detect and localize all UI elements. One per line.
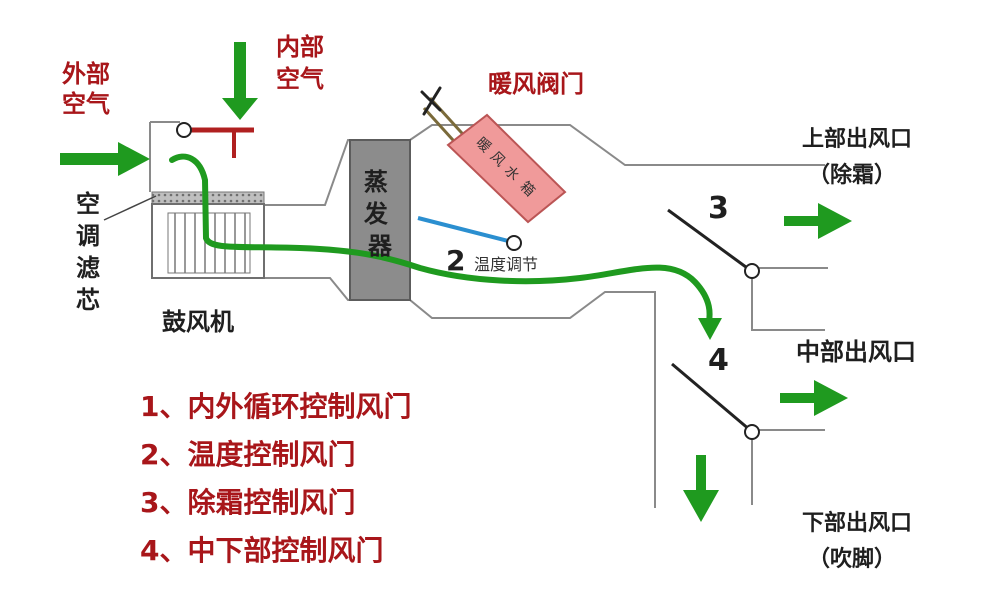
mode-door — [671, 362, 751, 432]
evaporator — [349, 139, 411, 301]
defrost-door-pivot — [744, 263, 760, 279]
door-3-number: 3 — [708, 191, 729, 226]
filter-label: 空 调 滤 芯 — [76, 190, 108, 314]
heater-valve-label: 暖风阀门 — [488, 70, 584, 98]
temp-door-pivot — [506, 235, 522, 251]
legend-item-1: 1、内外循环控制风门 — [140, 390, 411, 423]
inside-air-arrow — [222, 42, 258, 120]
heater-core — [446, 113, 567, 224]
temp-adjust-label: 温度调节 — [474, 255, 538, 274]
legend: 1、内外循环控制风门 2、温度控制风门 3、除霜控制风门 4、中下部控制风门 — [140, 390, 411, 567]
inside-air-label: 内部 空气 — [276, 33, 332, 93]
legend-item-2: 2、温度控制风门 — [140, 438, 355, 471]
middle-vent-label: 中部出风口 — [796, 338, 916, 366]
outside-air-arrow — [60, 142, 150, 176]
outside-air-label: 外部 空气 — [62, 60, 118, 118]
airflow-path — [169, 153, 713, 325]
filter-leader-line — [103, 195, 157, 221]
evaporator-label: 蒸 发 器 — [363, 168, 396, 260]
mode-door-pivot — [744, 424, 760, 440]
legend-item-3: 3、除霜控制风门 — [140, 486, 355, 519]
door-4-number: 4 — [708, 343, 729, 378]
door-2-number: 2 — [446, 244, 465, 277]
recirc-door-pivot — [176, 122, 192, 138]
blower-label: 鼓风机 — [162, 308, 234, 336]
heater-valve-x-icon — [420, 86, 442, 116]
lower-vent-label: 下部出风口 （吹脚） — [802, 510, 920, 572]
lower-vent-arrow — [683, 455, 719, 522]
airflow-path-arrowhead — [698, 318, 722, 340]
middle-vent-arrow — [780, 380, 848, 416]
upper-vent-arrow — [784, 203, 852, 239]
upper-vent-label: 上部出风口 （除霜） — [802, 126, 920, 188]
temp-door — [417, 216, 513, 244]
legend-item-4: 4、中下部控制风门 — [140, 534, 383, 567]
heater-core-label: 暖 风 水 箱 — [473, 135, 538, 200]
defrost-door — [667, 208, 751, 272]
